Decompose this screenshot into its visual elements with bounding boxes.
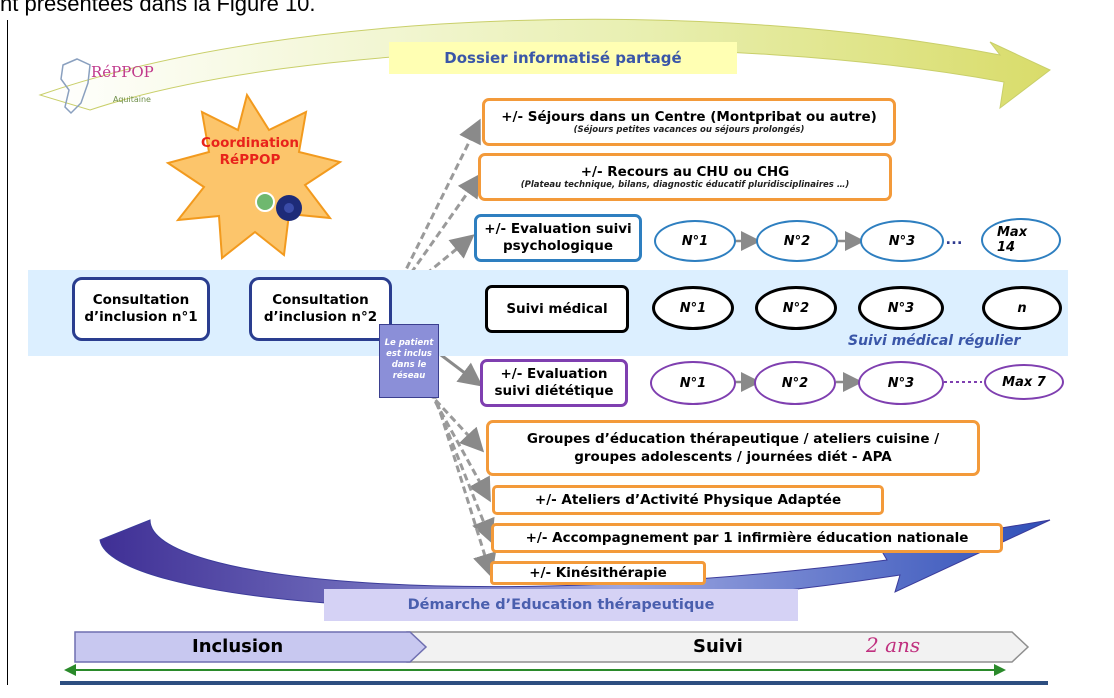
medical-step-last: n bbox=[982, 286, 1062, 330]
coordination-star bbox=[165, 92, 343, 260]
dashed-arrow-kine bbox=[432, 391, 497, 578]
medical-step-1: N°1 bbox=[652, 286, 734, 330]
diet-step-1: N°1 bbox=[650, 361, 736, 405]
coordination-label: Coordination RéPPOP bbox=[200, 135, 300, 168]
medical-step-2: N°2 bbox=[755, 286, 837, 330]
aquitaine-map-icon bbox=[60, 58, 91, 115]
logo: RéPPOP Aquitaine bbox=[55, 55, 175, 125]
top-curved-arrow bbox=[38, 18, 1051, 111]
medical-step-3: N°3 bbox=[858, 286, 944, 330]
psy-step-1: N°1 bbox=[654, 220, 736, 262]
timeline-inclusion-arrow bbox=[74, 631, 428, 663]
dashed-arrow-groupes bbox=[426, 390, 485, 453]
gears-icon bbox=[255, 192, 302, 221]
psy-ellipsis: … bbox=[945, 228, 963, 248]
groupes-box: Groupes d’éducation thérapeutique / atel… bbox=[486, 420, 980, 476]
kine-box: +/- Kinésithérapie bbox=[490, 561, 706, 585]
inclusion-note bbox=[379, 324, 439, 398]
diet-step-2: N°2 bbox=[754, 361, 836, 405]
diet-step-3: N°3 bbox=[858, 361, 944, 405]
education-banner: Démarche d’Education thérapeutique bbox=[324, 589, 798, 621]
timeline-duration-label: 2 ans bbox=[866, 633, 921, 657]
logo-text: RéPPOP bbox=[91, 63, 154, 81]
recours-box: +/- Recours au CHU ou CHG (Plateau techn… bbox=[478, 153, 892, 201]
psy-step-2: N°2 bbox=[756, 220, 838, 262]
timeline-inclusion-label: Inclusion bbox=[192, 636, 284, 657]
caption-fragment: nt présentées dans la Figure 10. bbox=[0, 0, 316, 16]
infirmiere-box: +/- Accompagnement par 1 infirmière éduc… bbox=[491, 523, 1003, 553]
logo-subtext: Aquitaine bbox=[113, 95, 151, 104]
psy-step-3: N°3 bbox=[860, 220, 944, 262]
dashed-arrow-apa bbox=[428, 391, 491, 503]
suivi-medical-box: Suivi médical bbox=[485, 285, 629, 333]
diet-step-last: Max 7 bbox=[984, 364, 1064, 400]
inclusion-note-text: Le patient est inclus dans le réseau bbox=[384, 338, 434, 381]
page-left-rule bbox=[7, 20, 8, 685]
suivi-medical-regulier-label: Suivi médical régulier bbox=[848, 333, 1021, 349]
timeline-suivi-label: Suivi bbox=[693, 636, 743, 657]
bottom-curved-arrow bbox=[99, 519, 1051, 609]
sejours-box: +/- Séjours dans un Centre (Montpribat o… bbox=[482, 98, 896, 146]
shared-record-banner: Dossier informatisé partagé bbox=[389, 42, 737, 74]
apa-box: +/- Ateliers d’Activité Physique Adaptée bbox=[492, 485, 884, 515]
psy-step-last: Max 14 bbox=[981, 218, 1061, 262]
